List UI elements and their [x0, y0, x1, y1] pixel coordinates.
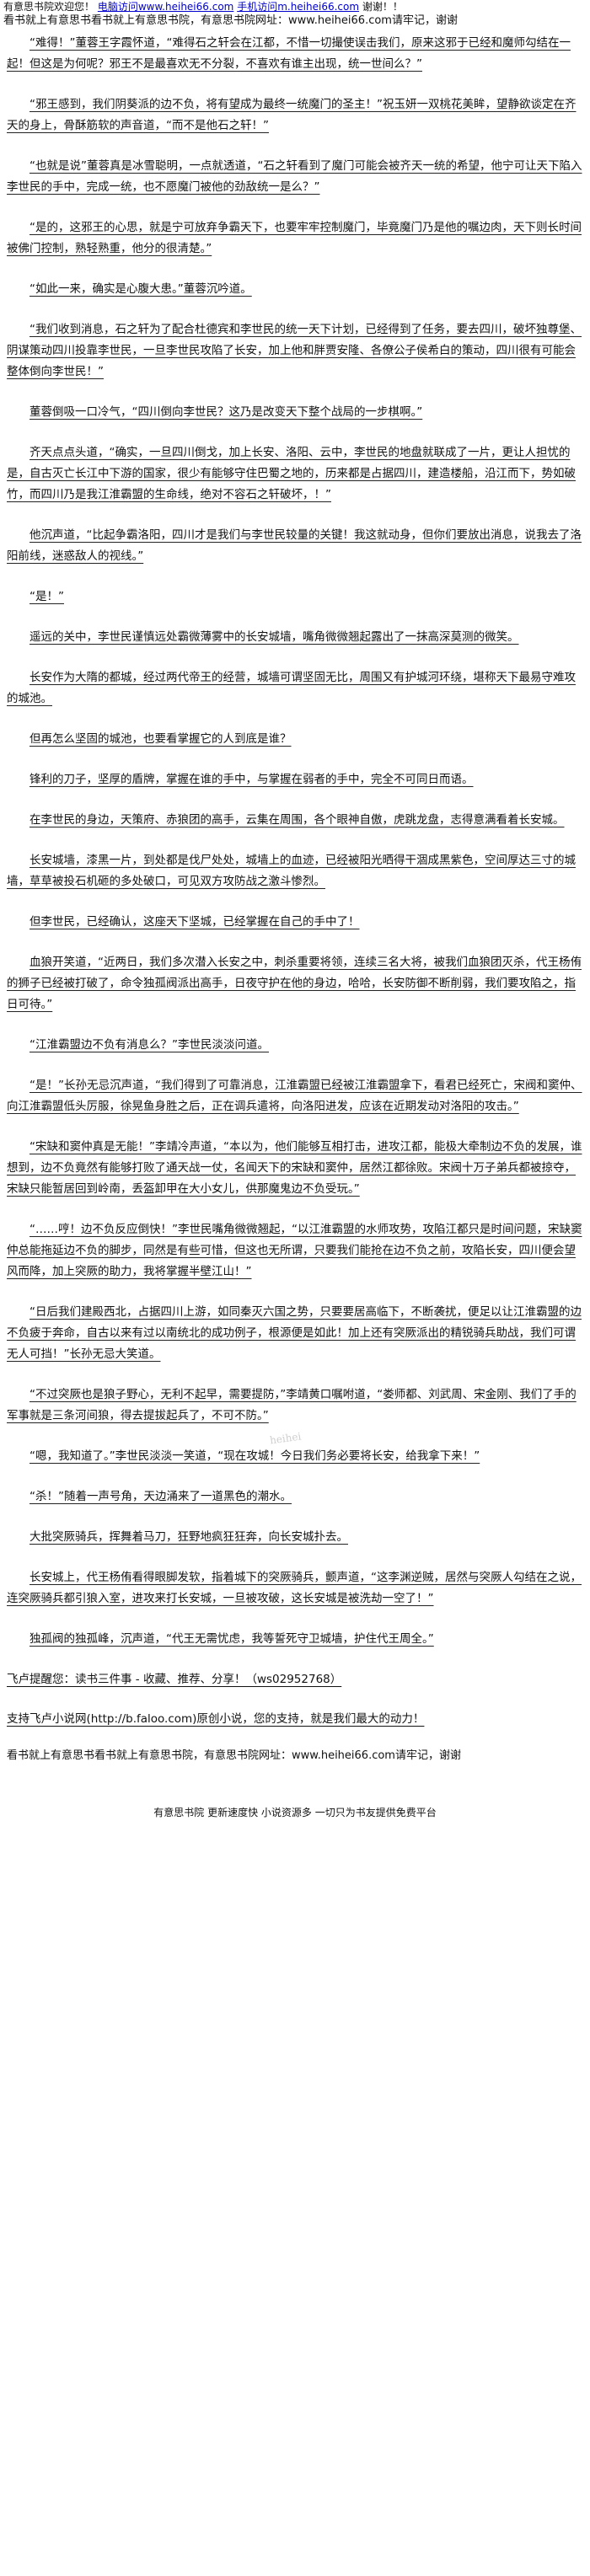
paragraph: “是！”: [30, 590, 64, 603]
thanks-text: 谢谢！！: [362, 1, 403, 13]
paragraph: 大批突厥骑兵，挥舞着马刀，狂野地疯狂狂奔，向长安城扑去。: [30, 1530, 348, 1544]
paragraph: 但再怎么坚固的城池，也要看掌握它的人到底是谁？: [30, 732, 292, 746]
paragraph: 他沉声道，“比起争霸洛阳，四川才是我们与李世民较量的关键！我这就动身，但你们要放…: [7, 528, 582, 563]
site-notice-bottom: 看书就上有意思书看书就上有意思书院，有意思书院网址：www.heihei66.c…: [7, 1749, 461, 1762]
paragraph: “也就是说”董蓉真是冰雪聪明，一点就透道，“石之轩看到了魔门可能会被齐天一统的希…: [7, 159, 582, 194]
paragraph: 长安城墙，漆黑一片，到处都是伐尸处处，城墙上的血迹，已经被阳光晒得干涸成黑紫色，…: [7, 854, 576, 888]
welcome-text: 有意思书院欢迎您！: [3, 1, 95, 13]
paragraph: “难得！”董蓉王字霞怀道，“难得石之轩会在江都，不惜一切撮使误击我们，原来这邪于…: [7, 36, 571, 71]
paragraph: “如此一来，确实是心腹大患。”董蓉沉吟道。: [30, 282, 252, 296]
paragraph: “……哼！边不负反应倒快！”李世民嘴角微微翘起，“以江淮霸盟的水师攻势，攻陷江都…: [7, 1223, 582, 1278]
paragraph: 长安作为大隋的都城，经过两代帝王的经营，城墙可谓坚固无比，周围又有护城河环绕，堪…: [7, 671, 576, 705]
top-banner: 有意思书院欢迎您！ 电脑访问www.heihei66.com 手机访问m.hei…: [0, 0, 590, 13]
paragraph: “是！”长孙无忌沉声道，“我们得到了可靠消息，江淮霸盟已经被江淮霸盟拿下，看君已…: [7, 1079, 582, 1113]
faloo-promo: 飞卢提醒您：读书三件事 - 收藏、推荐、分享！（ws02952768）: [7, 1673, 342, 1686]
chapter-content: “难得！”董蓉王字霞怀道，“难得石之轩会在江都，不惜一切撮使误击我们，原来这邪于…: [0, 28, 590, 1819]
site-notice-top: 看书就上有意思书看书就上有意思书院，有意思书院网址：www.heihei66.c…: [3, 14, 458, 27]
platform-slogan: 有意思书院 更新速度快 小说资源多 一切只为书友提供免费平台: [153, 1807, 437, 1818]
paragraph: “我们收到消息，石之轩为了配合杜德宾和李世民的统一天下计划，已经得到了任务，要去…: [7, 323, 582, 378]
paragraph: “日后我们建殿西北，占据四川上游，如同秦灭六国之势，只要要居高临下，不断袭扰，便…: [7, 1305, 582, 1361]
paragraph: “嗯，我知道了。”李世民淡淡一笑道，“现在攻城！今日我们务必要将长安，给我拿下来…: [30, 1449, 480, 1463]
paragraph: 但李世民，已经确认，这座天下坚城，已经掌握在自己的手中了！: [30, 915, 360, 929]
paragraph: “宋缺和窦仲真是无能！”李靖冷声道，“本以为，他们能够互相打击，进攻江都，能极大…: [7, 1140, 582, 1196]
paragraph: 长安城上，代王杨侑看得眼脚发软，指着城下的突厥骑兵，颤声道，“这李渊逆贼，居然与…: [7, 1571, 582, 1605]
mobile-access-link[interactable]: 手机访问m.heihei66.com: [237, 1, 360, 13]
paragraph: 血狼开笑道，“近两日，我们多次潜入长安之中，刺杀重要将领，连续三名大将，被我们血…: [7, 956, 582, 1011]
paragraph: “杀！”随着一声号角，天边涌来了一道黑色的潮水。: [30, 1490, 292, 1503]
paragraph: “不过突厥也是狼子野心，无利不起早，需要提防，”李靖黄口嘱咐道，“娄师都、刘武周…: [7, 1388, 577, 1422]
paragraph: 在李世民的身边，天策府、赤狼团的高手，云集在周围，各个眼神自傲，虎跳龙盘，志得意…: [30, 813, 565, 827]
paragraph: “邪王感到，我们阴葵派的边不负，将有望成为最终一统魔门的圣主！”祝玉妍一双桃花美…: [7, 98, 577, 132]
paragraph: 遥远的关中，李世民谨慎远处霸微薄雾中的长安城墙，嘴角微微翘起露出了一抹高深莫测的…: [30, 630, 519, 644]
paragraph: “是的，这邪王的心思，就是宁可放弃争霸天下，也要牢牢控制魔门，毕竟魔门乃是他的嘱…: [7, 221, 582, 255]
paragraph: 董蓉倒吸一口冷气，“四川倒向李世民？这乃是改变天下整个战局的一步棋啊。”: [30, 405, 423, 419]
paragraph: 独孤阀的独孤峰，沉声道，“代王无需忧虑，我等誓死守卫城墙，护住代王周全。”: [30, 1632, 434, 1646]
computer-access-link[interactable]: 电脑访问www.heihei66.com: [97, 1, 234, 13]
paragraph: 锋利的刀子，坚厚的盾牌，掌握在谁的手中，与掌握在弱者的手中，完全不可同日而语。: [30, 773, 474, 786]
paragraph: “江淮霸盟边不负有消息么？”李世民淡淡问道。: [30, 1038, 269, 1052]
faloo-support-text[interactable]: 支持飞卢小说网(http://b.faloo.com)原创小说，您的支持，就是我…: [7, 1712, 425, 1726]
faloo-support-link[interactable]: 支持飞卢小说网(http://b.faloo.com)原创小说，您的支持，就是我…: [7, 1709, 583, 1730]
paragraph: 齐天点点头道，“确实，一旦四川倒戈，加上长安、洛阳、云中，李世民的地盘就联成了一…: [7, 446, 576, 501]
